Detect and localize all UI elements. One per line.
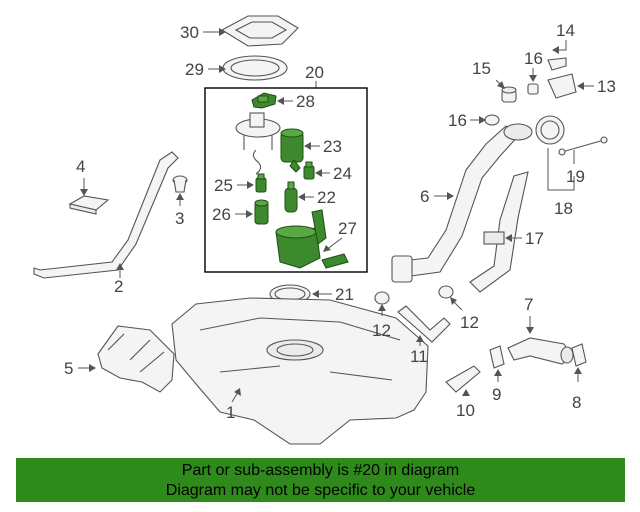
callout-label-27: 27	[338, 219, 357, 238]
part-28-retainer	[251, 92, 277, 109]
part-7-hose	[507, 337, 574, 365]
callout-24: 24	[315, 164, 352, 183]
part-25-fitting	[255, 173, 267, 193]
callout-8: 8	[572, 367, 582, 412]
callout-19: 19	[566, 150, 585, 186]
callout-label-16a: 16	[524, 49, 543, 68]
callout-label-22: 22	[317, 188, 336, 207]
callout-23: 23	[304, 137, 342, 156]
callout-label-17: 17	[525, 229, 544, 248]
callout-6: 6	[420, 187, 454, 206]
callout-2: 2	[114, 263, 124, 296]
callout-28: 28	[277, 92, 315, 111]
part-9-clamp	[489, 345, 505, 369]
part-30-cover	[220, 15, 299, 47]
part-4-pad	[68, 195, 110, 215]
callout-16b: 16	[448, 111, 486, 130]
callout-label-20: 20	[305, 63, 324, 82]
callout-12a: 12	[372, 304, 391, 340]
callout-label-5: 5	[64, 359, 73, 378]
callout-label-10: 10	[456, 401, 475, 420]
callout-25: 25	[214, 176, 254, 195]
callout-label-12a: 12	[372, 321, 391, 340]
callout-label-12b: 12	[460, 313, 479, 332]
callout-3: 3	[175, 193, 184, 228]
callout-5: 5	[64, 359, 96, 378]
part-19-rod	[558, 136, 608, 156]
part-11-hose	[397, 305, 451, 343]
part-5-shield	[97, 325, 175, 393]
callout-21: 21	[312, 285, 354, 304]
callout-label-13: 13	[597, 77, 616, 96]
callout-label-26: 26	[212, 205, 231, 224]
pump-flange	[235, 112, 281, 175]
callout-label-19: 19	[566, 167, 585, 186]
part-15-valve	[501, 86, 517, 103]
part-3-grommet	[172, 175, 188, 193]
banner-line-1: Part or sub-assembly is #20 in diagram	[181, 462, 460, 479]
callout-label-15: 15	[472, 59, 491, 78]
callout-13: 13	[577, 77, 616, 96]
callout-label-23: 23	[323, 137, 342, 156]
callout-30: 30	[180, 23, 226, 42]
callout-label-2: 2	[114, 277, 123, 296]
callout-label-3: 3	[175, 209, 184, 228]
part-6-filler-neck	[391, 123, 533, 283]
banner-line-2: Diagram may not be specific to your vehi…	[165, 482, 476, 499]
callout-label-30: 30	[180, 23, 199, 42]
callout-label-4: 4	[76, 157, 85, 176]
part-14-clip	[547, 57, 567, 71]
part-16b-plug	[484, 114, 500, 126]
callout-18: 18	[547, 148, 575, 218]
callout-label-6: 6	[420, 187, 429, 206]
part-24-connector	[303, 161, 315, 180]
callout-label-25: 25	[214, 176, 233, 195]
part-17-vent	[469, 171, 529, 293]
callout-label-29: 29	[185, 60, 204, 79]
callout-15: 15	[472, 59, 505, 89]
part-18-cap	[535, 115, 565, 145]
callout-label-18: 18	[554, 199, 573, 218]
callout-12b: 12	[450, 297, 479, 332]
part-1-tank	[171, 297, 429, 445]
part-2-strap	[33, 151, 179, 279]
callout-26: 26	[212, 205, 253, 224]
callout-label-28: 28	[296, 92, 315, 111]
callout-27: 27	[323, 219, 357, 252]
part-29-gasket	[222, 55, 288, 81]
callout-22: 22	[298, 188, 336, 207]
callout-14: 14	[552, 21, 575, 54]
part-26-regulator	[254, 199, 269, 225]
part-12a-clamp	[374, 291, 390, 305]
callout-label-1: 1	[226, 403, 235, 422]
callout-label-14: 14	[556, 21, 575, 40]
callout-17: 17	[505, 229, 544, 248]
callout-label-8: 8	[572, 393, 581, 412]
info-banner: Part or sub-assembly is #20 in diagram D…	[16, 458, 625, 502]
callout-11: 11	[410, 335, 428, 366]
callout-label-7: 7	[524, 295, 533, 314]
part-22-filter	[284, 181, 298, 213]
parts-diagram: 30 29 20 28	[33, 15, 616, 445]
part-8-clamp	[571, 343, 587, 367]
callout-4: 4	[76, 157, 88, 196]
part-13-bracket	[547, 73, 577, 99]
callout-16a: 16	[524, 49, 543, 82]
callout-label-21: 21	[335, 285, 354, 304]
part-27-reservoir	[275, 209, 349, 269]
part-16a-clip	[527, 83, 539, 95]
callout-label-9: 9	[492, 385, 501, 404]
part-12b-clamp	[438, 285, 454, 299]
part-23-pump	[280, 128, 304, 173]
part-10-guard	[445, 365, 481, 393]
callout-label-16b: 16	[448, 111, 467, 130]
callout-29: 29	[185, 60, 226, 79]
callout-9: 9	[492, 369, 502, 404]
callout-label-24: 24	[333, 164, 352, 183]
callout-7: 7	[524, 295, 534, 334]
callout-10: 10	[456, 389, 475, 420]
callout-label-11: 11	[410, 347, 428, 366]
callout-1: 1	[226, 388, 241, 422]
